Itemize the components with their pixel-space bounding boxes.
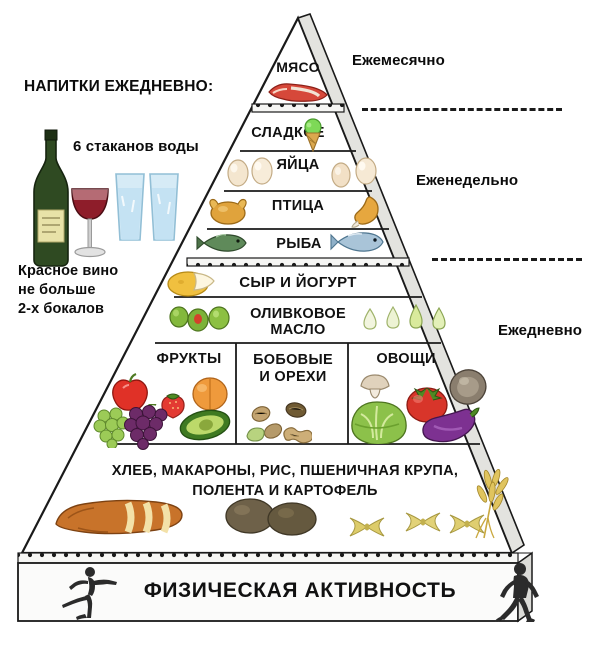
water-glasses-note: 6 стаканов воды [73, 138, 199, 155]
cheese-wheel-icon [164, 268, 220, 298]
peach-icon [190, 372, 230, 412]
wine-glass-icon [62, 183, 118, 263]
bean-icon [244, 425, 266, 443]
egg-icon [226, 157, 250, 187]
green-grapes-icon [92, 406, 138, 448]
tier-label-fish: РЫБА [276, 236, 322, 252]
tier-label-fruits: ФРУКТЫ [156, 351, 222, 367]
farfalle-icon [348, 515, 386, 539]
blue-fish-icon [330, 230, 386, 254]
tier-label-vegetables: ОВОЩИ [376, 351, 436, 367]
dancer-silhouette-icon [58, 566, 120, 620]
tier-label-grains: ХЛЕБ, МАКАРОНЫ, РИС, ПШЕНИЧНАЯ КРУПА, ПО… [111, 463, 459, 500]
nut-icon [250, 404, 272, 424]
roast-chicken-icon [205, 195, 251, 227]
oil-drop-icon [385, 305, 401, 331]
wine-bottle-icon [22, 128, 80, 268]
physical-activity-label: ФИЗИЧЕСКАЯ АКТИВНОСТЬ [143, 579, 457, 602]
oil-drop-icon [408, 303, 424, 331]
farfalle-icon [404, 510, 442, 534]
nut-icon [262, 422, 284, 440]
olive-icon [186, 305, 210, 333]
green-fish-icon [196, 232, 250, 254]
chicken-drumstick-icon [348, 193, 382, 229]
wheat-icon [466, 468, 510, 544]
tier-label-olive-oil: ОЛИВКОВОЕ МАСЛО [250, 306, 346, 339]
water-glass-icon [112, 170, 148, 246]
frequency-label-monthly: Ежемесячно [352, 52, 445, 69]
frequency-label-daily: Ежедневно [498, 322, 583, 339]
tier-label-dairy: СЫР И ЙОГУРТ [239, 274, 357, 291]
tier-label-eggs: ЯЙЦА [276, 157, 320, 173]
oil-drop-icon [362, 307, 378, 331]
walker-silhouette-icon [492, 562, 544, 622]
bread-roll-icon [266, 500, 318, 538]
egg-icon [354, 155, 378, 185]
steak-icon [265, 79, 331, 103]
red-wine-note: Красное вино не больше 2-х бокалов [18, 263, 119, 318]
purple-grapes-icon [122, 404, 174, 450]
tier-label-meat: МЯСО [276, 59, 320, 75]
avocado-icon [178, 408, 232, 442]
eggplant-icon [420, 404, 482, 444]
tier-label-poultry: ПТИЦА [271, 198, 325, 214]
dashed-separator-weekly [432, 258, 582, 261]
olive-icon [207, 303, 231, 331]
tier-label-legumes-nuts: БОБОВЫЕ И ОРЕХИ [253, 352, 333, 385]
nut-icon [284, 400, 308, 420]
frequency-label-weekly: Еженедельно [416, 172, 519, 189]
ice-cream-cone-icon [301, 118, 325, 152]
oil-drop-icon [431, 306, 447, 332]
drinks-daily-title: НАПИТКИ ЕЖЕДНЕВНО: [24, 78, 214, 95]
dashed-separator-monthly [362, 108, 562, 111]
tomato-icon [404, 380, 450, 424]
portobello-icon [448, 368, 488, 406]
egg-icon [330, 160, 352, 188]
apple-icon [110, 372, 150, 412]
mushroom-icon [358, 372, 392, 400]
tier-label-sweets: СЛАДКОЕ [251, 125, 325, 141]
peanut-icon [280, 422, 312, 446]
cabbage-icon [345, 398, 409, 444]
egg-icon [250, 155, 274, 185]
strawberry-icon [159, 389, 187, 419]
water-glass-icon [146, 170, 182, 246]
baguette-icon [48, 494, 184, 544]
